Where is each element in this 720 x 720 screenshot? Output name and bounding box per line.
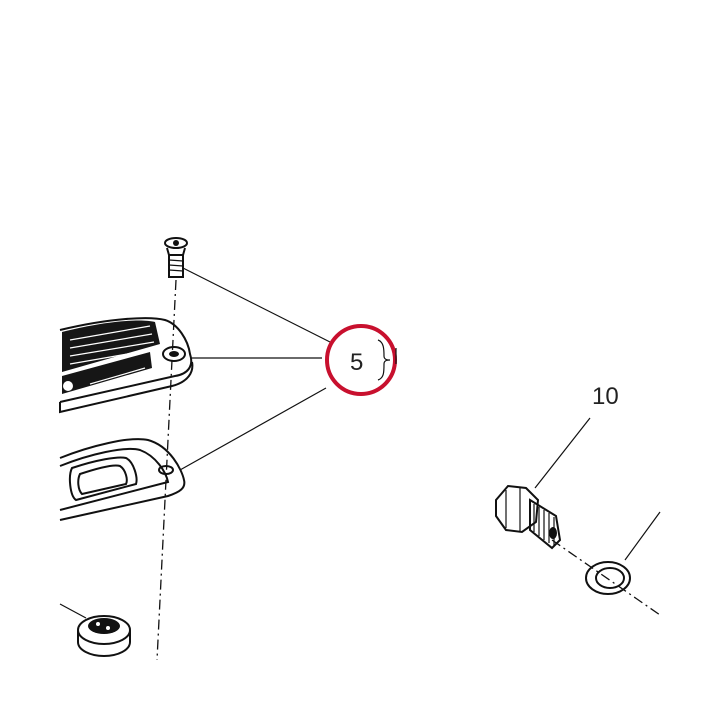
banjo-bolt xyxy=(495,484,562,550)
callout-10-label: 10 xyxy=(592,383,619,410)
callout-10-leaders xyxy=(534,417,661,561)
callout-5-leaders xyxy=(179,267,331,471)
assembly-axis-right xyxy=(551,539,661,616)
sealing-washer xyxy=(585,561,631,595)
reservoir-cover-plate xyxy=(59,317,194,414)
reservoir-cap-part xyxy=(59,603,131,658)
countersunk-screw xyxy=(164,237,188,278)
assembly-axis-left xyxy=(156,279,177,661)
callout-5-bracket xyxy=(377,339,391,381)
callout-5-highlight-circle xyxy=(325,324,397,396)
callout-5-label: 5 xyxy=(350,349,363,376)
reservoir-diaphragm xyxy=(59,438,186,521)
